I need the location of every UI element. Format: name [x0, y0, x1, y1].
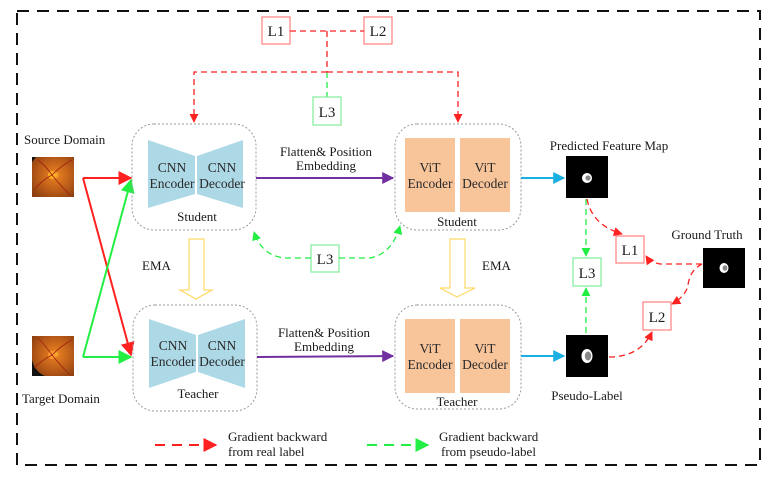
right-l2-box — [642, 301, 672, 331]
ema-label-right: EMA — [482, 258, 512, 273]
pseudo-label-text: Pseudo-Label — [551, 388, 623, 403]
ground-truth-to-right-l2 — [671, 263, 703, 305]
pseudo-label-image — [566, 335, 608, 377]
target-fundus-image — [32, 336, 74, 376]
mid-l3-to-student-cnn — [252, 231, 311, 259]
student-vit-encoder-text-1: ViT — [420, 160, 442, 175]
teacher-vit-encoder-block — [405, 319, 455, 393]
student-vit-decoder-text-1: ViT — [475, 160, 497, 175]
source-fundus-image — [32, 157, 74, 197]
right-l1-text: L1 — [622, 243, 639, 259]
top-l2-text: L2 — [370, 24, 387, 40]
right-l2-text: L2 — [649, 310, 666, 326]
student-cnn-decoder-text-2: Decoder — [199, 176, 245, 191]
mid-l3-to-student-vit — [339, 225, 403, 259]
teacher-cnn-module: CNN Encoder CNN Decoder Teacher — [132, 304, 258, 412]
legend-pseudo-text-1: Gradient backward — [439, 429, 539, 444]
teacher-vit-decoder-text-2: Decoder — [462, 357, 508, 372]
teacher-cnn-encoder-text-1: CNN — [159, 338, 188, 353]
student-vit-encoder-block — [405, 138, 455, 212]
top-l1-box — [261, 16, 291, 45]
student-vit-module: ViT Encoder ViT Decoder Student — [394, 123, 522, 231]
teacher-vit-encoder-text-2: Encoder — [408, 357, 453, 372]
gradient-to-student-vit — [327, 71, 463, 123]
teacher-vit-decoder-text-1: ViT — [475, 341, 497, 356]
student-cnn-encoder-text-1: CNN — [158, 160, 187, 175]
teacher-cnn-decoder-text-1: CNN — [208, 338, 237, 353]
ema-arrow-left — [177, 238, 215, 300]
legend: Gradient backward from real label Gradie… — [155, 429, 539, 459]
teacher-vit-encoder-text-1: ViT — [420, 341, 442, 356]
student-cnn-module: CNN Encoder CNN Decoder Student — [131, 123, 257, 231]
legend-real-text-2: from real label — [228, 444, 305, 459]
student-cnn-decoder-block — [197, 140, 243, 208]
outer-frame — [16, 10, 761, 466]
source-domain-label: Source Domain — [24, 132, 106, 147]
ema-arrow-right — [439, 238, 476, 298]
teacher-cnn-decoder-text-2: Decoder — [199, 354, 245, 369]
teacher-cnn-decoder-block — [198, 319, 245, 388]
student-cnn-role-label: Student — [177, 209, 217, 224]
predicted-feature-map-label: Predicted Feature Map — [550, 138, 668, 153]
right-l1-box — [615, 235, 645, 264]
ground-truth-image — [703, 248, 745, 288]
student-flatten-text-1: Flatten& Position — [280, 144, 373, 159]
target-domain-label: Target Domain — [22, 391, 100, 406]
student-flatten-text-2: Embedding — [296, 158, 356, 173]
teacher-cnn-encoder-text-2: Encoder — [151, 354, 196, 369]
ground-truth-to-right-l1 — [645, 255, 702, 266]
right-l3-text: L3 — [579, 266, 596, 282]
target-to-student-arrow — [82, 178, 135, 358]
prediction-to-right-l1 — [586, 198, 623, 237]
legend-real-text-1: Gradient backward — [228, 429, 328, 444]
gradient-to-student-cnn — [189, 71, 327, 123]
top-l3-box — [312, 96, 342, 126]
student-vit-decoder-block — [460, 138, 510, 212]
student-vit-encoder-text-2: Encoder — [408, 176, 453, 191]
teacher-cnn-role-label: Teacher — [178, 386, 220, 401]
ground-truth-label: Ground Truth — [671, 227, 743, 242]
teacher-flatten-text-1: Flatten& Position — [278, 325, 371, 340]
right-l3-box — [572, 257, 602, 287]
teacher-vit-decoder-block — [460, 319, 510, 393]
top-l1-text: L1 — [268, 24, 285, 40]
mid-l3-text: L3 — [317, 252, 334, 268]
student-vit-decoder-text-2: Decoder — [462, 176, 508, 191]
teacher-vit-role-label: Teacher — [437, 394, 479, 409]
teacher-vit-module: ViT Encoder ViT Decoder Teacher — [394, 304, 522, 410]
top-l3-text: L3 — [319, 105, 336, 121]
student-vit-role-label: Student — [437, 214, 477, 229]
student-cnn-decoder-text-1: CNN — [208, 160, 237, 175]
student-cnn-encoder-block — [148, 140, 195, 208]
ema-label-left: EMA — [142, 258, 172, 273]
teacher-flatten-text-2: Embedding — [294, 339, 354, 354]
predicted-feature-map-image — [566, 156, 608, 198]
student-cnn-encoder-text-2: Encoder — [150, 176, 195, 191]
pseudo-to-right-l2 — [608, 331, 653, 358]
legend-pseudo-text-2: from pseudo-label — [441, 444, 536, 459]
teacher-cnn-encoder-block — [149, 319, 196, 388]
teacher-flatten-arrow — [256, 350, 395, 363]
